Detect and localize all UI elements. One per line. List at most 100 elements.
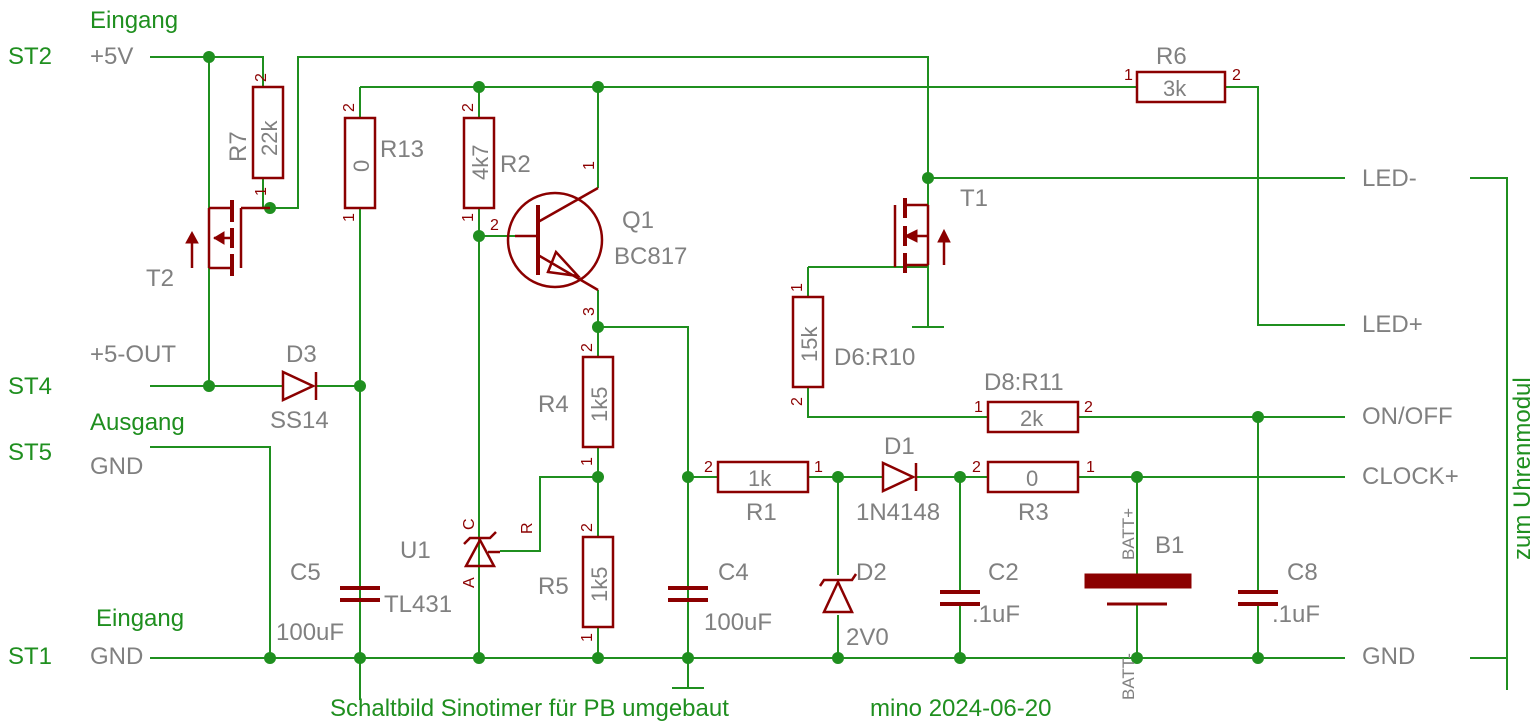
pin-label: 2 xyxy=(579,523,596,532)
r2-value: 4k7 xyxy=(468,145,493,180)
pin-label: C xyxy=(461,518,478,530)
d3-name: D3 xyxy=(286,341,317,368)
c2-value: .1uF xyxy=(972,601,1020,628)
diode-d3: D3 SS14 xyxy=(270,341,329,434)
resistor-r13: 0 R13 2 1 xyxy=(341,103,424,222)
label-st5: ST5 xyxy=(8,439,52,466)
mosfet-t2: T2 xyxy=(146,200,270,292)
c5-name: C5 xyxy=(290,559,321,586)
capacitor-c8: C8 .1uF xyxy=(1238,559,1320,628)
u1-value: TL431 xyxy=(384,591,452,618)
pin-label: 1 xyxy=(1086,459,1095,476)
q1-name: Q1 xyxy=(622,207,654,234)
resistor-r2: 4k7 R2 2 1 xyxy=(460,103,531,222)
net-gnd-st1: GND xyxy=(90,643,143,670)
c5-value: 100uF xyxy=(276,619,344,646)
label-eingang-bottom: Eingang xyxy=(96,605,184,632)
pin-label: 1 xyxy=(579,457,596,466)
pin-label: 2 xyxy=(341,103,358,112)
r11-name: D8:R11 xyxy=(984,369,1064,396)
r4-name: R4 xyxy=(538,391,569,418)
b1-name: B1 xyxy=(1155,532,1184,559)
pin-label: 1 xyxy=(579,633,596,642)
label-ausgang: Ausgang xyxy=(90,409,185,436)
pin-label: 2 xyxy=(789,397,806,406)
zener-diode-d2: D2 2V0 xyxy=(818,559,889,651)
pin-label: 2 xyxy=(1232,67,1241,84)
pin-label: 2 xyxy=(490,217,499,234)
label-eingang-top: Eingang xyxy=(90,7,178,34)
net-gnd-right: GND xyxy=(1362,643,1415,670)
r1-name: R1 xyxy=(746,499,777,526)
r5-name: R5 xyxy=(538,573,569,600)
d1-name: D1 xyxy=(884,433,915,460)
t1-name: T1 xyxy=(960,185,988,212)
footer: Schaltbild Sinotimer für PB umgebaut min… xyxy=(330,695,1051,722)
resistor-r11: 2k D8:R11 1 2 xyxy=(974,369,1093,434)
c4-name: C4 xyxy=(718,559,749,586)
diode-d1: D1 1N4148 xyxy=(856,433,940,526)
pin-label: 1 xyxy=(341,213,358,222)
r7-name: R7 xyxy=(225,131,252,162)
r4-value: 1k5 xyxy=(587,387,612,422)
d1-value: 1N4148 xyxy=(856,499,940,526)
pin-label: 1 xyxy=(253,187,270,196)
label-st4: ST4 xyxy=(8,373,52,400)
net-plus5-out: +5-OUT xyxy=(90,341,176,368)
b1-batt-plus: BATT+ xyxy=(1119,508,1138,560)
battery-b1: B1 BATT+ BATT- xyxy=(1084,508,1192,700)
d3-value: SS14 xyxy=(270,407,329,434)
t2-name: T2 xyxy=(146,265,174,292)
schematic-title: Schaltbild Sinotimer für PB umgebaut xyxy=(330,695,729,722)
pin-label: 1 xyxy=(974,399,983,416)
net-gnd-st5: GND xyxy=(90,453,143,480)
net-clock-plus: CLOCK+ xyxy=(1362,463,1459,490)
c8-value: .1uF xyxy=(1272,601,1320,628)
capacitor-c5: C5 100uF xyxy=(276,559,380,646)
r6-value: 3k xyxy=(1163,76,1187,101)
pin-label: 2 xyxy=(704,459,713,476)
b1-batt-minus: BATT- xyxy=(1119,653,1138,700)
shunt-regulator-u1: U1 TL431 C A R xyxy=(384,518,536,618)
c8-name: C8 xyxy=(1287,559,1318,586)
resistor-r7: 22k R7 2 1 xyxy=(225,73,285,196)
net-plus5v: +5V xyxy=(90,43,133,70)
r1-value: 1k xyxy=(748,466,772,491)
pin-label: 3 xyxy=(581,307,598,316)
resistor-r1: 1k R1 2 1 xyxy=(704,459,823,526)
pin-label: 1 xyxy=(1124,67,1133,84)
wires xyxy=(150,56,1508,700)
resistor-r4: 1k5 R4 2 1 xyxy=(538,343,615,466)
pin-label: 1 xyxy=(581,161,598,170)
pin-label: 2 xyxy=(1084,399,1093,416)
r7-value: 22k xyxy=(257,120,282,156)
resistor-r6: 3k R6 1 2 xyxy=(1124,43,1241,104)
net-led-plus: LED+ xyxy=(1362,311,1423,338)
resistor-r5: 1k5 R5 2 1 xyxy=(538,523,615,642)
resistor-r10: 15k D6:R10 1 2 xyxy=(789,283,915,406)
r2-name: R2 xyxy=(500,151,531,178)
pin-label: 1 xyxy=(789,283,806,292)
connector-labels: Eingang ST2 +5V +5-OUT ST4 Ausgang ST5 G… xyxy=(8,7,1536,670)
u1-name: U1 xyxy=(400,537,431,564)
d2-name: D2 xyxy=(856,559,887,586)
pin-label: 2 xyxy=(253,73,270,82)
pin-label: 1 xyxy=(814,459,823,476)
r5-value: 1k5 xyxy=(587,567,612,602)
label-zum-uhrenmodul: zum Uhrenmodul xyxy=(1509,377,1536,560)
label-st2: ST2 xyxy=(8,43,52,70)
label-st1: ST1 xyxy=(8,643,52,670)
c4-value: 100uF xyxy=(704,609,772,636)
r10-name: D6:R10 xyxy=(834,344,915,371)
d2-value: 2V0 xyxy=(846,624,889,651)
pin-label: 2 xyxy=(972,459,981,476)
resistor-r3: 0 R3 2 1 xyxy=(972,459,1095,526)
pin-label: 2 xyxy=(579,343,596,352)
pin-label: 2 xyxy=(460,103,477,112)
r13-value: 0 xyxy=(349,160,374,172)
c2-name: C2 xyxy=(988,559,1019,586)
net-on-off: ON/OFF xyxy=(1362,403,1453,430)
schematic-author: mino 2024-06-20 xyxy=(870,695,1051,722)
transistor-q1: Q1 BC817 1 2 3 xyxy=(490,161,687,316)
